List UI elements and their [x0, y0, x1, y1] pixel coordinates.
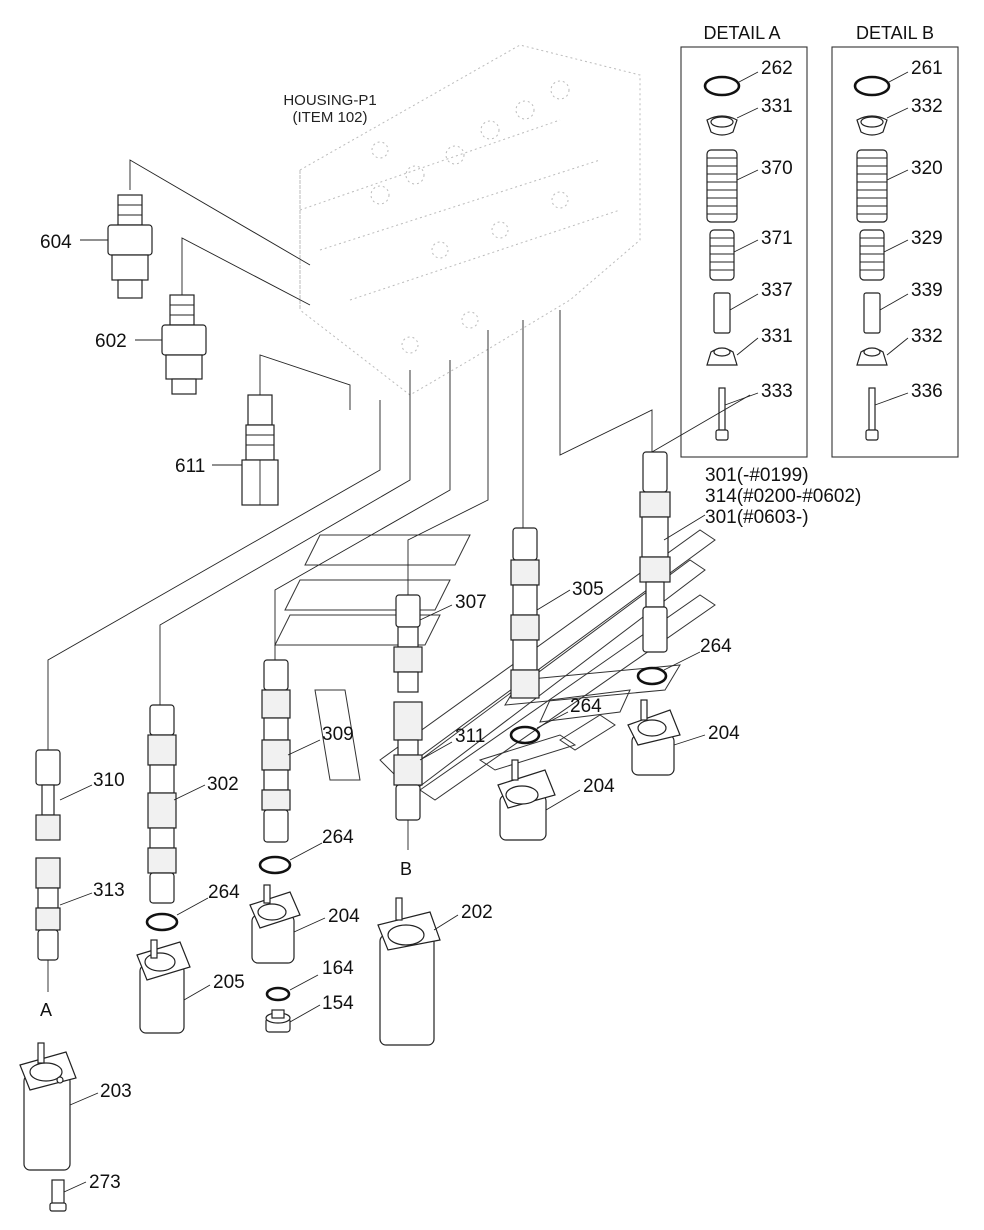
detail-a-title: DETAIL A: [703, 23, 780, 43]
detail-a-callout-262: 262: [761, 58, 793, 79]
detail-b-callout-339: 339: [911, 280, 943, 301]
part-204-cap-right: [627, 699, 681, 776]
o-ring-264-right: [636, 666, 668, 686]
callout-301-early: 301(-#0199): [705, 465, 809, 486]
callout-264-309: 264: [322, 827, 354, 848]
part-309-spool: [261, 659, 291, 843]
callout-302: 302: [207, 774, 239, 795]
housing-outline: [299, 44, 641, 396]
part-313-spool: [35, 857, 61, 961]
part-203-cap: [19, 1042, 77, 1171]
part-311-spool: [393, 701, 423, 821]
callout-264-right: 264: [700, 636, 732, 657]
detail-b-callout-320: 320: [911, 158, 943, 179]
callout-602: 602: [95, 331, 127, 352]
housing-label-line1: HOUSING-P1: [283, 92, 376, 109]
detail-a-box: [680, 46, 808, 458]
detail-b-box: [831, 46, 959, 458]
callout-604: 604: [40, 232, 72, 253]
part-305-spool: [510, 527, 540, 699]
part-273-bolt: [49, 1179, 67, 1212]
part-204-cap-mid: [497, 759, 556, 841]
callout-309: 309: [322, 724, 354, 745]
callout-204-left: 204: [328, 906, 360, 927]
part-301-spool: [639, 451, 671, 653]
callout-305: 305: [572, 579, 604, 600]
callout-273: 273: [89, 1172, 121, 1193]
detail-b-callout-332-top: 332: [911, 96, 943, 117]
detail-a-callout-337: 337: [761, 280, 793, 301]
detail-b-title: DETAIL B: [856, 23, 934, 43]
part-202-cap: [377, 897, 441, 1046]
o-ring-164: [265, 986, 291, 1002]
callout-264-302: 264: [208, 882, 240, 903]
detail-b-callout-261: 261: [911, 58, 943, 79]
o-ring-264-mid: [509, 725, 541, 745]
letter-a: A: [40, 1000, 52, 1020]
part-602-relief-valve: [161, 294, 207, 395]
part-302-spool: [147, 704, 177, 904]
callout-154: 154: [322, 993, 354, 1014]
detail-b-callout-329: 329: [911, 228, 943, 249]
detail-a-callout-370: 370: [761, 158, 793, 179]
detail-a-parts: [703, 75, 741, 441]
part-604-relief-valve: [107, 194, 153, 299]
callout-311: 311: [455, 726, 485, 747]
detail-b-callout-336: 336: [911, 381, 943, 402]
detail-a-callout-371: 371: [761, 228, 793, 249]
part-154-plug: [265, 1009, 291, 1033]
callout-164: 164: [322, 958, 354, 979]
callout-203: 203: [100, 1081, 132, 1102]
detail-b-parts: [853, 75, 891, 441]
callout-314: 314(#0200-#0602): [705, 486, 861, 507]
o-ring-264-302: [145, 912, 179, 932]
callout-310: 310: [93, 770, 125, 791]
callout-204-right: 204: [708, 723, 740, 744]
detail-a-callout-331-top: 331: [761, 96, 793, 117]
o-ring-264-309: [258, 855, 292, 875]
guide-lines: [47, 159, 653, 750]
part-611-valve-plug: [241, 394, 279, 506]
callout-205: 205: [213, 972, 245, 993]
callout-204-mid: 204: [583, 776, 615, 797]
part-205-cap: [136, 939, 191, 1034]
callout-307: 307: [455, 592, 487, 613]
detail-b-callout-332-bottom: 332: [911, 326, 943, 347]
callout-313: 313: [93, 880, 125, 901]
callout-301-late: 301(#0603-): [705, 507, 809, 528]
housing-label-line2: (ITEM 102): [292, 109, 367, 126]
detail-a-callout-331-bottom: 331: [761, 326, 793, 347]
letter-b: B: [400, 859, 412, 879]
callout-264-mid: 264: [570, 696, 602, 717]
part-204-cap-left: [249, 884, 301, 964]
callout-202: 202: [461, 902, 493, 923]
part-307-spool: [393, 594, 423, 693]
callout-611: 611: [175, 456, 205, 477]
part-310-spool: [35, 749, 61, 841]
detail-a-callout-333: 333: [761, 381, 793, 402]
